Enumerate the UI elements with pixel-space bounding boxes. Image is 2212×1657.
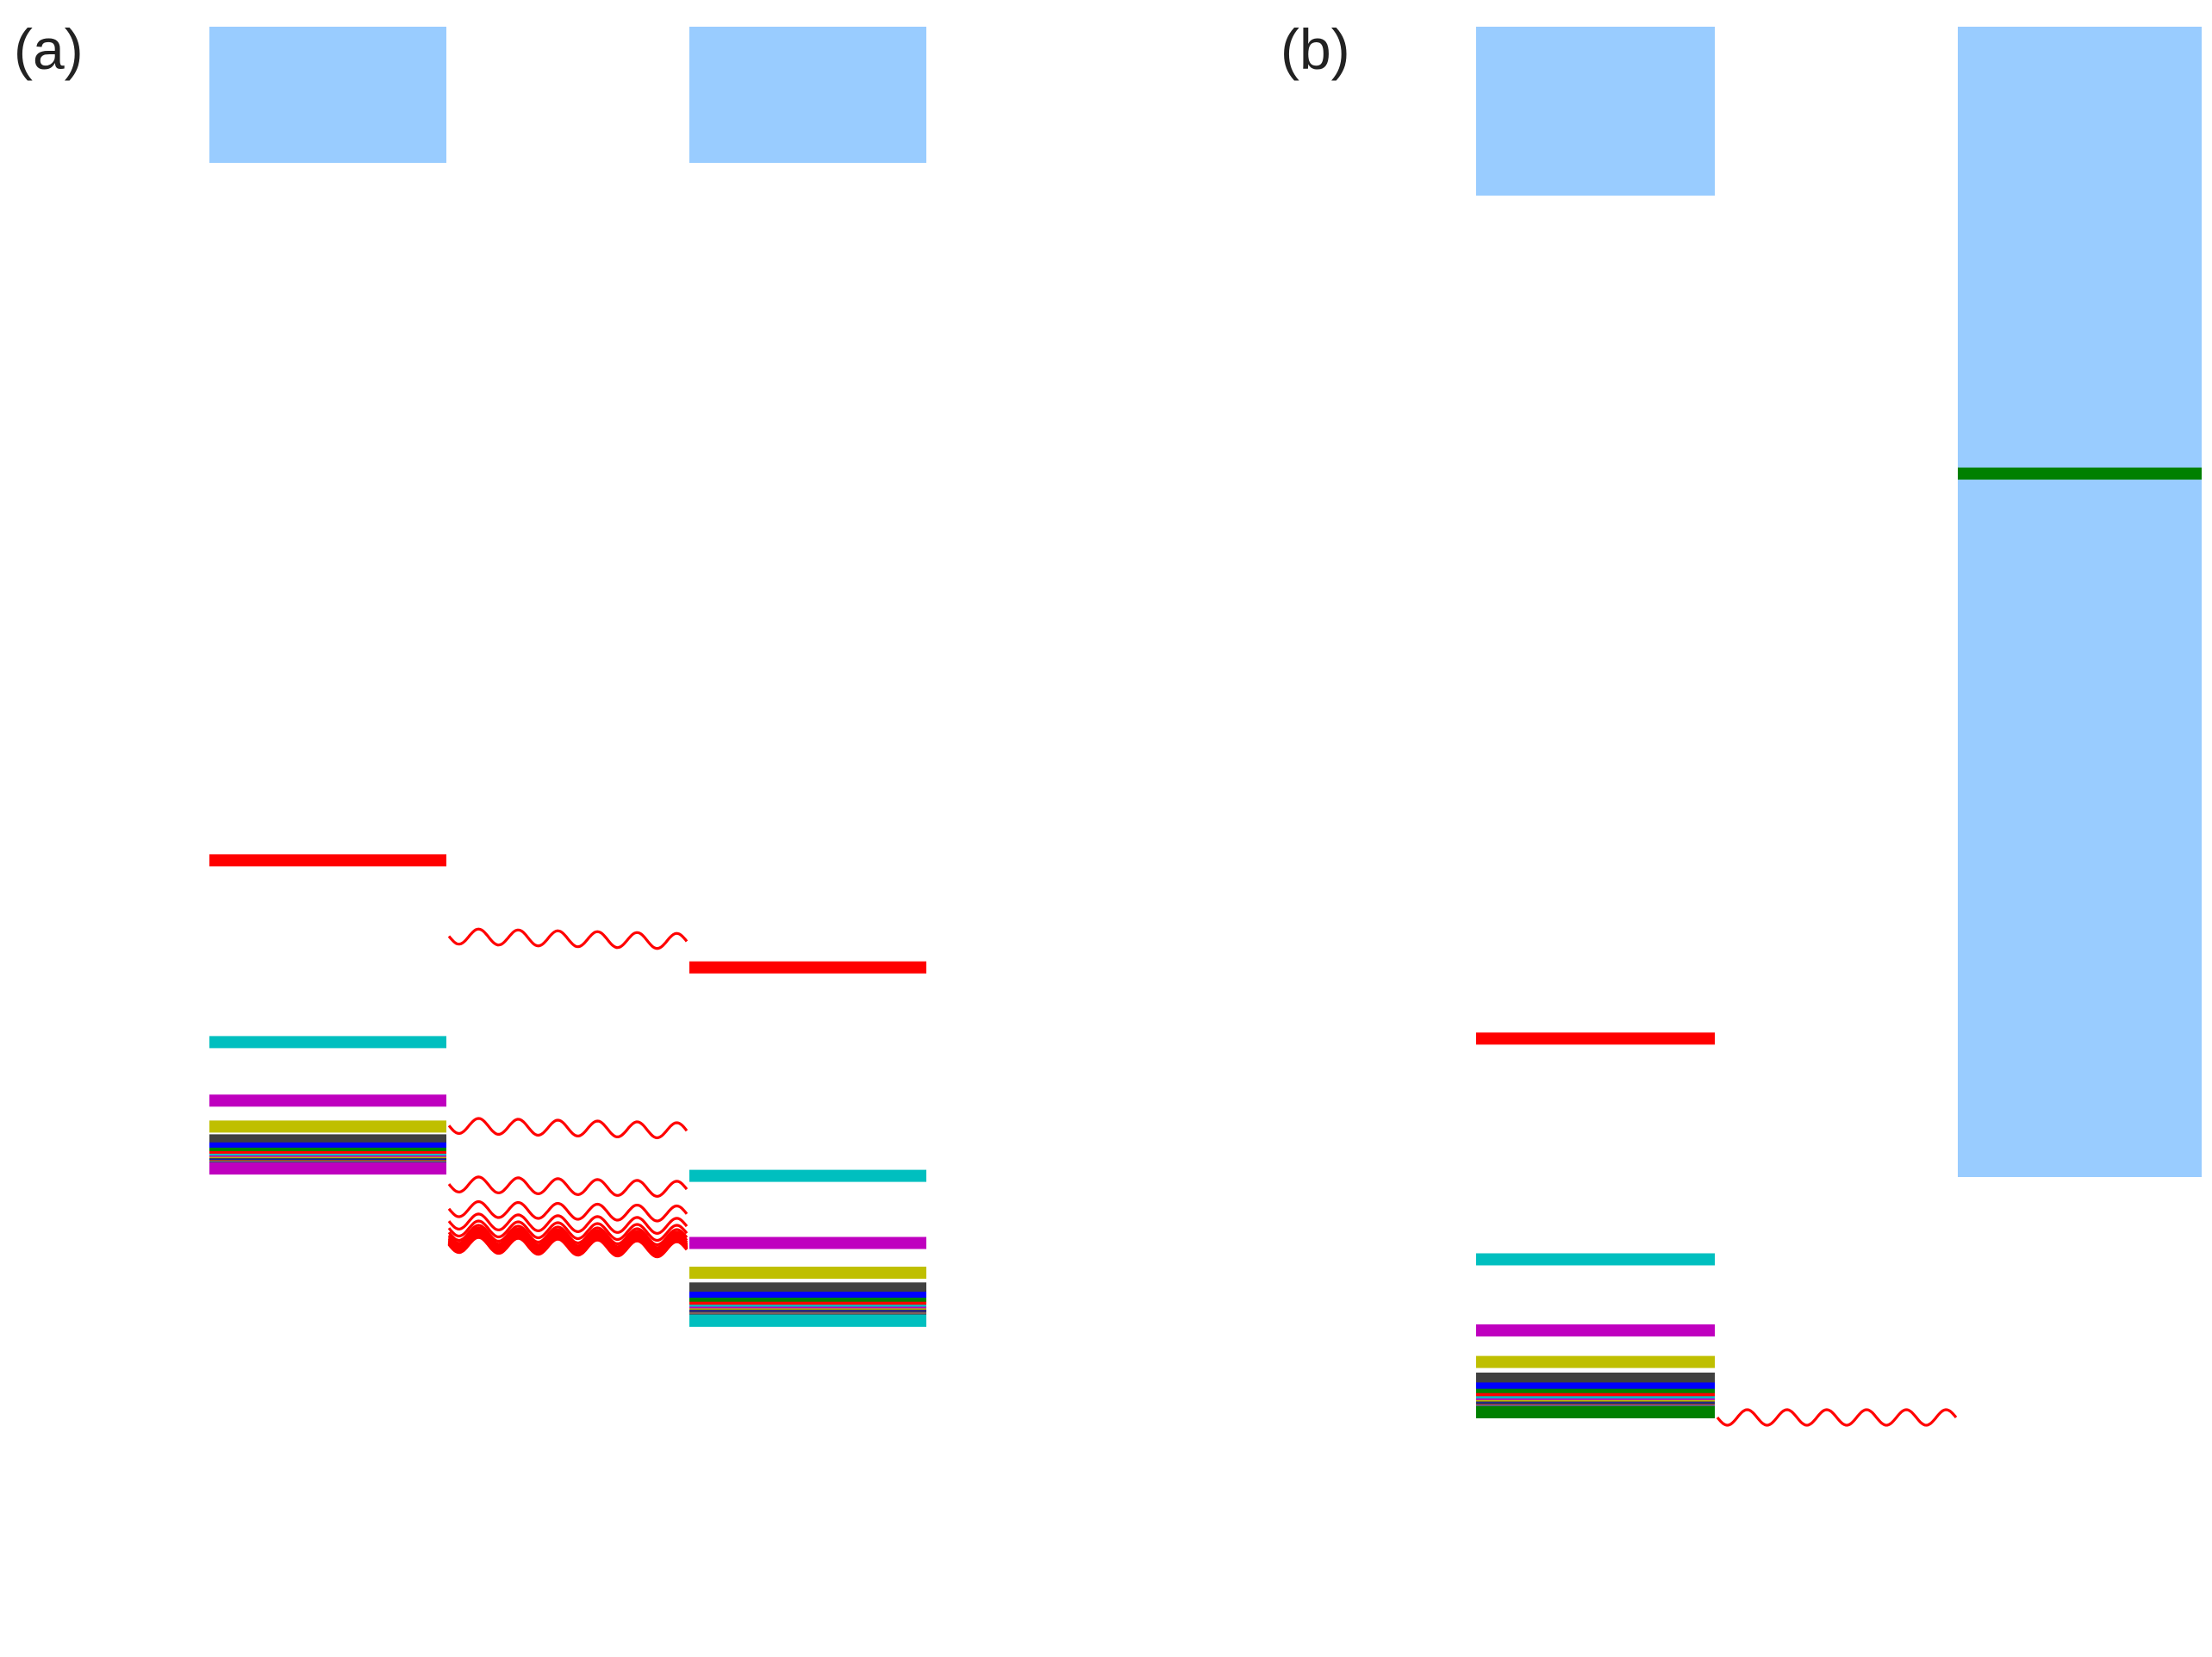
panel-a-left-level-3 xyxy=(209,1036,446,1049)
panel-a-left-levels xyxy=(209,854,446,1175)
panel-a-wave-5 xyxy=(447,1199,689,1223)
panel-b-left-continuum xyxy=(1476,27,1715,196)
panel-b-right-levels xyxy=(1958,467,2202,480)
panel-a-right-continuum xyxy=(689,27,926,163)
panel-a-right-levels xyxy=(689,961,926,1327)
panel-a-wave-4 xyxy=(447,1175,689,1199)
panel-a-right-level-6 xyxy=(689,1282,926,1295)
panel-a-label: (a) xyxy=(14,17,84,81)
panel-a-left-level-2 xyxy=(209,854,446,867)
panel-a-right-level-4 xyxy=(689,1237,926,1249)
panel-b-wave-1 xyxy=(1716,1408,1958,1427)
panel-b-left-level-6 xyxy=(1476,1372,1715,1385)
panel-a-left-level-4 xyxy=(209,1094,446,1107)
panel-b-right-level-20 xyxy=(1958,467,2202,480)
panel-a-left-level-25 xyxy=(209,1162,446,1175)
panel-b: (b) xyxy=(1280,17,2202,1427)
panel-a-left-continuum xyxy=(209,27,446,163)
panel-a-right-level-2 xyxy=(689,961,926,974)
panel-b-left-level-4 xyxy=(1476,1324,1715,1336)
panel-b-left-level-22 xyxy=(1476,1406,1715,1418)
panel-a-wave-24 xyxy=(447,1236,689,1259)
panel-a-wave-6 xyxy=(447,1212,689,1236)
panel-b-right-continuum xyxy=(1958,27,2202,1177)
panel-a-right-level-25 xyxy=(689,1314,926,1327)
panel-b-left-levels xyxy=(1476,1032,1715,1418)
panel-a: (a) xyxy=(14,17,926,1327)
panel-b-left-level-2 xyxy=(1476,1032,1715,1045)
panel-a-right-level-3 xyxy=(689,1169,926,1182)
panel-b-left-level-3 xyxy=(1476,1253,1715,1266)
panel-a-coupling-waves xyxy=(447,927,689,1259)
panel-a-wave-3 xyxy=(447,1117,689,1140)
panel-b-label: (b) xyxy=(1280,17,1350,81)
panel-a-wave-8 xyxy=(447,1224,689,1247)
panel-b-coupling-waves xyxy=(1716,1408,1958,1427)
panel-a-right-level-5 xyxy=(689,1267,926,1279)
panel-a-wave-2 xyxy=(447,927,689,950)
panel-a-wave-7 xyxy=(447,1219,689,1243)
panel-b-left-level-5 xyxy=(1476,1355,1715,1368)
panel-a-left-level-5 xyxy=(209,1120,446,1133)
